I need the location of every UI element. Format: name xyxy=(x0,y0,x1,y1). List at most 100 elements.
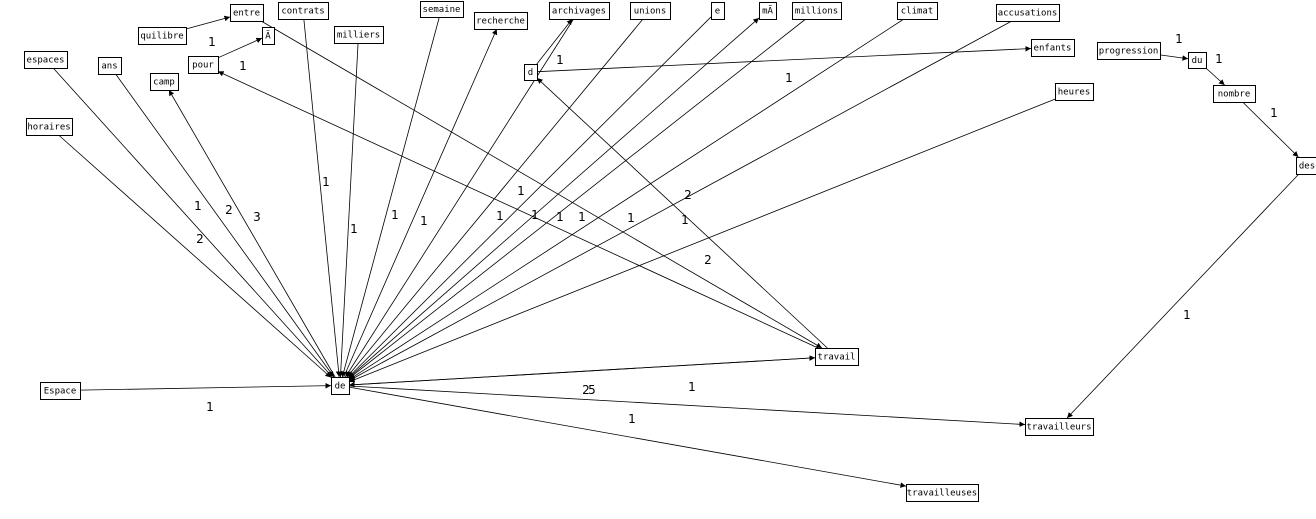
edge-weight-label: 1 xyxy=(420,214,428,228)
node-travailleuses: travailleuses xyxy=(906,484,979,502)
edge-weight-label: 1 xyxy=(688,380,696,394)
node-d: d xyxy=(524,64,538,81)
node-box xyxy=(40,382,81,400)
node-box xyxy=(230,4,264,22)
edge-accusations-to-de xyxy=(348,20,1013,381)
edge-weight-label: 1 xyxy=(206,400,214,414)
node-de: de xyxy=(331,377,350,395)
node-pour: pour xyxy=(188,56,219,74)
node-entre: entre xyxy=(230,4,264,22)
node-label: heures xyxy=(1058,88,1091,98)
edge-weight-label: 1 xyxy=(1270,106,1278,120)
node-label: travail xyxy=(818,353,856,363)
node-label: unions xyxy=(634,7,667,17)
edge-horaires-to-de xyxy=(58,134,332,378)
node-label: pour xyxy=(192,61,214,71)
node-label: entre xyxy=(233,9,260,19)
node-climat: climat xyxy=(897,2,938,20)
edge-travail-to-d xyxy=(536,77,828,349)
node-box xyxy=(1296,157,1316,175)
node-travail: travail xyxy=(815,348,859,366)
node-camp: camp xyxy=(150,73,179,91)
node-espaces: espaces xyxy=(24,51,68,69)
node-label: enfants xyxy=(1034,44,1072,54)
edge-de-to-travail xyxy=(348,355,816,386)
node-nombre: nombre xyxy=(1213,85,1256,103)
node-label: quilibre xyxy=(140,32,183,42)
node-label: climat xyxy=(901,7,934,17)
node-label: archivages xyxy=(552,7,606,17)
node-e: e xyxy=(711,2,725,20)
node-box xyxy=(906,484,979,502)
node-quilibre: quilibre xyxy=(138,27,187,45)
edge-de-to-recherche xyxy=(343,28,498,378)
edge-milliers-to-de xyxy=(337,42,359,378)
node-millions: millions xyxy=(792,2,842,20)
node-box xyxy=(1097,42,1161,60)
edge-de-to-travailleuses xyxy=(348,386,907,488)
node-box xyxy=(334,26,384,44)
edge-weight-label: 1 xyxy=(208,35,216,49)
node-label: espaces xyxy=(27,56,65,66)
edge-ans-to-de xyxy=(115,73,335,378)
edge-travail-to-pour xyxy=(217,71,819,349)
node-box xyxy=(524,64,538,81)
node-label: d xyxy=(528,68,533,78)
node-box xyxy=(138,27,187,45)
edge-weight-label: 1 xyxy=(496,209,504,223)
edge-espace-to-de xyxy=(79,382,332,391)
node-label: travailleurs xyxy=(1026,423,1091,433)
node-label: contrats xyxy=(281,7,324,17)
node-ans: ans xyxy=(98,57,122,75)
node-box xyxy=(278,2,329,20)
edge-millions-to-de xyxy=(348,18,806,379)
node-box xyxy=(996,4,1060,22)
node-label: du xyxy=(1192,56,1203,66)
node-label: ans xyxy=(101,62,117,72)
node-label: e xyxy=(715,7,720,17)
node-box xyxy=(1025,418,1094,436)
node-travailleurs: travailleurs xyxy=(1025,418,1094,436)
node-espace: Espace xyxy=(40,382,81,400)
node-label: mÃ xyxy=(762,6,773,17)
node-ma: mÃ xyxy=(759,2,777,20)
edge-heures-to-de xyxy=(348,98,1056,383)
node-box xyxy=(630,2,671,20)
node-label: Ã xyxy=(265,31,271,42)
node-box xyxy=(549,2,610,20)
node-box xyxy=(26,118,73,136)
edge-climat-to-de xyxy=(348,18,905,380)
node-label: progression xyxy=(1099,47,1159,57)
edge-weight-label: 2 xyxy=(684,188,692,202)
edge-weight-label: 1 xyxy=(531,208,539,222)
edge-weight-label: 1 xyxy=(628,412,636,426)
node-box xyxy=(759,2,777,20)
edge-weight-label: 1 xyxy=(1183,308,1191,322)
node-label: Espace xyxy=(44,387,77,397)
edge-weight-label: 1 xyxy=(578,210,586,224)
node-archivages: archivages xyxy=(549,2,610,20)
node-box xyxy=(150,73,179,91)
edge-d-to-enfants xyxy=(536,45,1032,73)
edge-weight-label: 3 xyxy=(253,210,261,224)
node-box xyxy=(24,51,68,69)
edge-weight-label: 5 xyxy=(588,383,596,397)
node-des: des xyxy=(1296,157,1316,175)
node-box xyxy=(98,57,122,75)
edge-weight-label: 2 xyxy=(582,383,590,397)
edge-weight-label: 2 xyxy=(225,203,233,217)
node-enfants: enfants xyxy=(1031,39,1075,57)
edge-weight-label: 1 xyxy=(239,59,247,73)
node-label: camp xyxy=(153,78,175,88)
edge-weight-label: 1 xyxy=(556,53,564,67)
edge-des-to-travailleurs xyxy=(1066,173,1300,419)
edge-weight-label: 2 xyxy=(196,232,204,246)
node-label: nombre xyxy=(1218,90,1251,100)
node-label: horaires xyxy=(27,123,70,133)
edge-weight-label: 2 xyxy=(704,253,712,267)
edge-progression-to-du xyxy=(1159,54,1189,61)
edge-contrats-to-de xyxy=(303,18,342,378)
node-label: de xyxy=(335,382,346,392)
node-progression: progression xyxy=(1097,42,1161,60)
